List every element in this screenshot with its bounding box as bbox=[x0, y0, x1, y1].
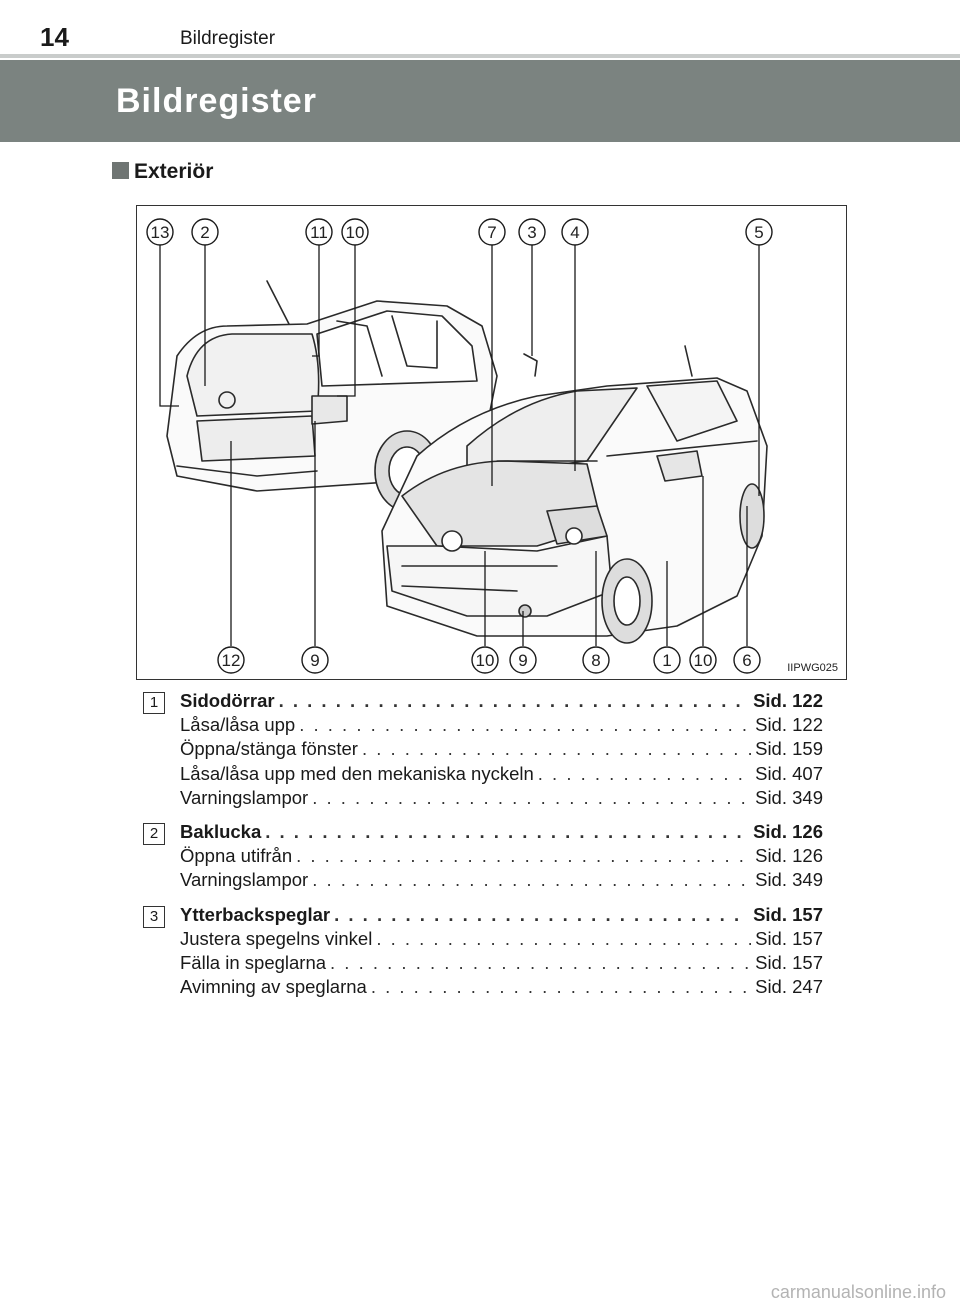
watermark: carmanualsonline.info bbox=[770, 1282, 946, 1302]
callout-11: 11 bbox=[310, 223, 328, 242]
item-label: Avimning av speglarna bbox=[180, 976, 367, 998]
item-label: Fälla in speglarna bbox=[180, 951, 327, 973]
entry-item: Fälla in speglarna Sid. 157 bbox=[180, 952, 823, 976]
entry-item: Varningslampor Sid. 349 bbox=[180, 869, 823, 893]
page-ref: Sid. 407 bbox=[755, 762, 823, 784]
chapter-title: Bildregister bbox=[116, 82, 317, 120]
top-callouts: 13 2 11 10 7 3 4 5 bbox=[146, 218, 773, 246]
entry-title: Sidodörrar bbox=[180, 690, 275, 711]
page-ref: Sid. 157 bbox=[755, 927, 823, 949]
page-number: 14 bbox=[40, 22, 69, 52]
callout-8: 8 bbox=[591, 651, 600, 670]
leader-lines bbox=[159, 245, 760, 646]
page-ref: Sid. 126 bbox=[753, 820, 823, 842]
page-ref: Sid. 126 bbox=[755, 845, 823, 867]
page-ref: Sid. 122 bbox=[753, 690, 823, 711]
entry-title-line: Sidodörrar Sid. 122 bbox=[180, 690, 823, 714]
entry-item: Öppna utifrån Sid. 126 bbox=[180, 845, 823, 869]
entry-item: Öppna/stänga fönster Sid. 159 bbox=[180, 738, 823, 762]
callout-3: 3 bbox=[527, 223, 536, 242]
entry-title: Baklucka bbox=[180, 820, 262, 842]
page-ref: Sid. 122 bbox=[755, 714, 823, 736]
entry-2: 2 BakluckaSid. 126 Öppna utifrånSid. 126… bbox=[143, 821, 823, 894]
item-label: Varningslampor bbox=[180, 869, 309, 891]
item-label: Justera spegelns vinkel bbox=[180, 927, 373, 949]
running-title: Bildregister bbox=[180, 28, 276, 49]
car-illustration: 13 2 11 10 7 3 4 5 12 9 10 9 8 1 10 6 bbox=[146, 218, 773, 674]
entry-1: 1 SidodörrarSid. 122 Låsa/låsa uppSid. 1… bbox=[143, 690, 823, 811]
callout-10-side: 10 bbox=[694, 651, 713, 670]
entry-item: Varningslampor Sid. 349 bbox=[180, 787, 823, 811]
callout-10-top: 10 bbox=[346, 223, 365, 242]
callout-2: 2 bbox=[200, 223, 209, 242]
callout-12: 12 bbox=[222, 651, 241, 670]
item-label: Öppna/stänga fönster bbox=[180, 738, 358, 760]
entry-item: Avimning av speglarna Sid. 247 bbox=[180, 976, 823, 1000]
entry-number: 1 bbox=[143, 692, 165, 714]
item-label: Låsa/låsa upp bbox=[180, 714, 296, 736]
entry-title-line: Ytterbackspeglar Sid. 157 bbox=[180, 904, 823, 928]
callout-9-left: 9 bbox=[310, 651, 319, 670]
item-label: Varningslampor bbox=[180, 786, 309, 808]
page-ref: Sid. 349 bbox=[755, 869, 823, 891]
item-label: Låsa/låsa upp med den mekaniska nyckeln bbox=[180, 762, 534, 784]
front-car-drawing bbox=[381, 345, 768, 644]
section-bullet-icon bbox=[112, 162, 129, 179]
bottom-callouts: 12 9 10 9 8 1 10 6 bbox=[217, 646, 761, 674]
entry-title: Ytterbackspeglar bbox=[180, 903, 331, 925]
callout-9-front: 9 bbox=[518, 651, 527, 670]
page-ref: Sid. 349 bbox=[755, 786, 823, 808]
callout-13: 13 bbox=[151, 223, 170, 242]
figure-code: IIPWG025 bbox=[787, 662, 838, 674]
entry-number: 3 bbox=[143, 905, 165, 928]
callout-6: 6 bbox=[742, 651, 751, 670]
callout-7: 7 bbox=[487, 223, 496, 242]
entry-item: Låsa/låsa upp Sid. 122 bbox=[180, 714, 823, 738]
section-title: Exteriör bbox=[134, 160, 214, 183]
entry-3: 3 YtterbackspeglarSid. 157 Justera spege… bbox=[143, 904, 823, 1001]
callout-10-front: 10 bbox=[476, 651, 495, 670]
entry-number: 2 bbox=[143, 822, 165, 845]
page-ref: Sid. 247 bbox=[755, 976, 823, 998]
page-ref: Sid. 157 bbox=[755, 951, 823, 973]
page-ref: Sid. 157 bbox=[753, 903, 823, 925]
entry-list: 1 SidodörrarSid. 122 Låsa/låsa uppSid. 1… bbox=[143, 690, 823, 1010]
callout-4: 4 bbox=[570, 223, 579, 242]
callout-5: 5 bbox=[754, 223, 763, 242]
entry-item: Låsa/låsa upp med den mekaniska nyckeln S… bbox=[180, 763, 823, 787]
entry-title-line: Baklucka Sid. 126 bbox=[180, 821, 823, 845]
entry-item: Justera spegelns vinkel Sid. 157 bbox=[180, 928, 823, 952]
item-label: Öppna utifrån bbox=[180, 845, 293, 867]
callout-1: 1 bbox=[662, 651, 671, 670]
chapter-title-band bbox=[0, 54, 960, 142]
page-ref: Sid. 159 bbox=[755, 738, 823, 760]
exterior-figure: 13 2 11 10 7 3 4 5 12 9 10 9 8 1 10 6 II… bbox=[136, 205, 847, 680]
